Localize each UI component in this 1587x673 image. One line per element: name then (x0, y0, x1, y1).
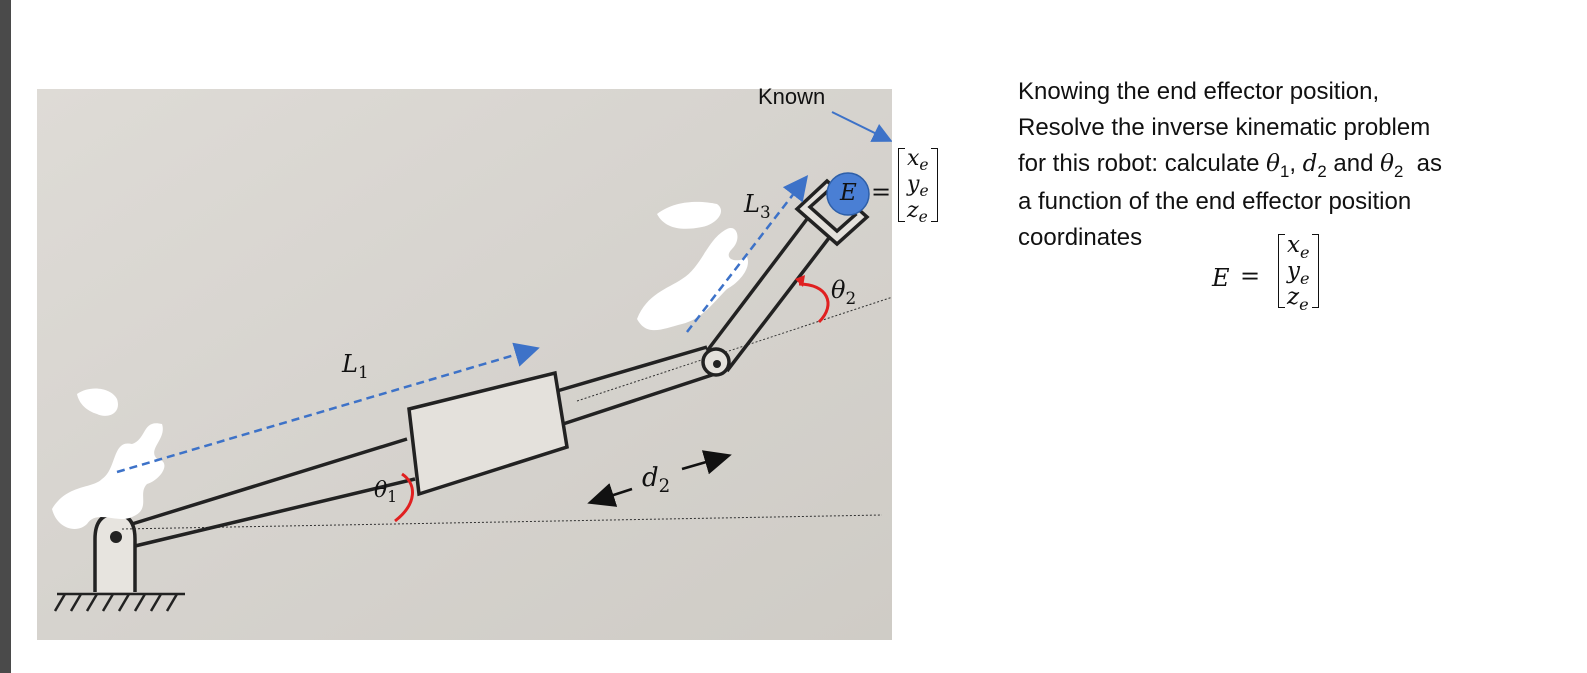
gripper (794, 178, 870, 247)
theta1-arc (394, 472, 414, 523)
L3-dimension-arrow (686, 175, 809, 333)
known-label: Known (758, 84, 826, 109)
window-left-edge (0, 0, 11, 673)
d2-left-arrow (587, 483, 633, 507)
robot-diagram-svg (37, 89, 892, 640)
matrix-row-y: ye (907, 172, 929, 201)
link-2 (556, 345, 716, 426)
L1-dimension-arrow (116, 342, 540, 474)
theta2-arrowhead (795, 275, 805, 287)
d2-label: d2 (642, 463, 671, 498)
L3-label: L3 (744, 190, 771, 222)
problem-statement: Knowing the end effector position, Resol… (1018, 74, 1578, 256)
problem-matrix-row-x: xe (1287, 232, 1310, 262)
L1-label: L1 (342, 350, 369, 382)
problem-line-2: Resolve the inverse kinematic problem (1018, 114, 1431, 141)
end-effector-E-label: E (840, 180, 857, 206)
problem-matrix-row-z: ze (1287, 284, 1309, 314)
elbow-joint (701, 347, 731, 377)
problem-line-5: coordinates (1018, 224, 1143, 251)
ground-hatching (53, 592, 185, 612)
horizontal-reference-line (121, 514, 883, 530)
problem-line-4: a function of the end effector position (1018, 188, 1412, 215)
photo-background (37, 89, 892, 640)
theta2-arc (798, 282, 830, 324)
matrix-row-z: ze (907, 198, 928, 227)
d2-right-arrow (681, 450, 732, 475)
redaction-scribbles (52, 201, 748, 529)
prismatic-slider-block (407, 370, 569, 497)
link-1 (131, 437, 416, 548)
problem-matrix-row-y: ye (1287, 258, 1310, 288)
diagram-position-matrix: xe ye ze (898, 146, 938, 227)
base-joint (93, 512, 137, 592)
matrix-row-x: xe (907, 146, 929, 175)
diagram-equals-sign: = (871, 178, 892, 206)
theta2-label: θ2 (831, 276, 857, 308)
problem-position-matrix: xe ye ze (1278, 232, 1319, 314)
theta1-label: θ1 (374, 478, 398, 507)
problem-E-label: E (1212, 264, 1230, 292)
link-3 (705, 217, 834, 373)
known-arrow (831, 111, 892, 142)
robot-diagram-photo (37, 89, 892, 640)
problem-line-3: for this robot: calculate θ1, d2 and θ2 … (1018, 150, 1443, 181)
problem-line-1: Knowing the end effector position, (1018, 78, 1380, 105)
end-effector-point (826, 172, 870, 216)
problem-equals-sign: = (1240, 262, 1261, 290)
